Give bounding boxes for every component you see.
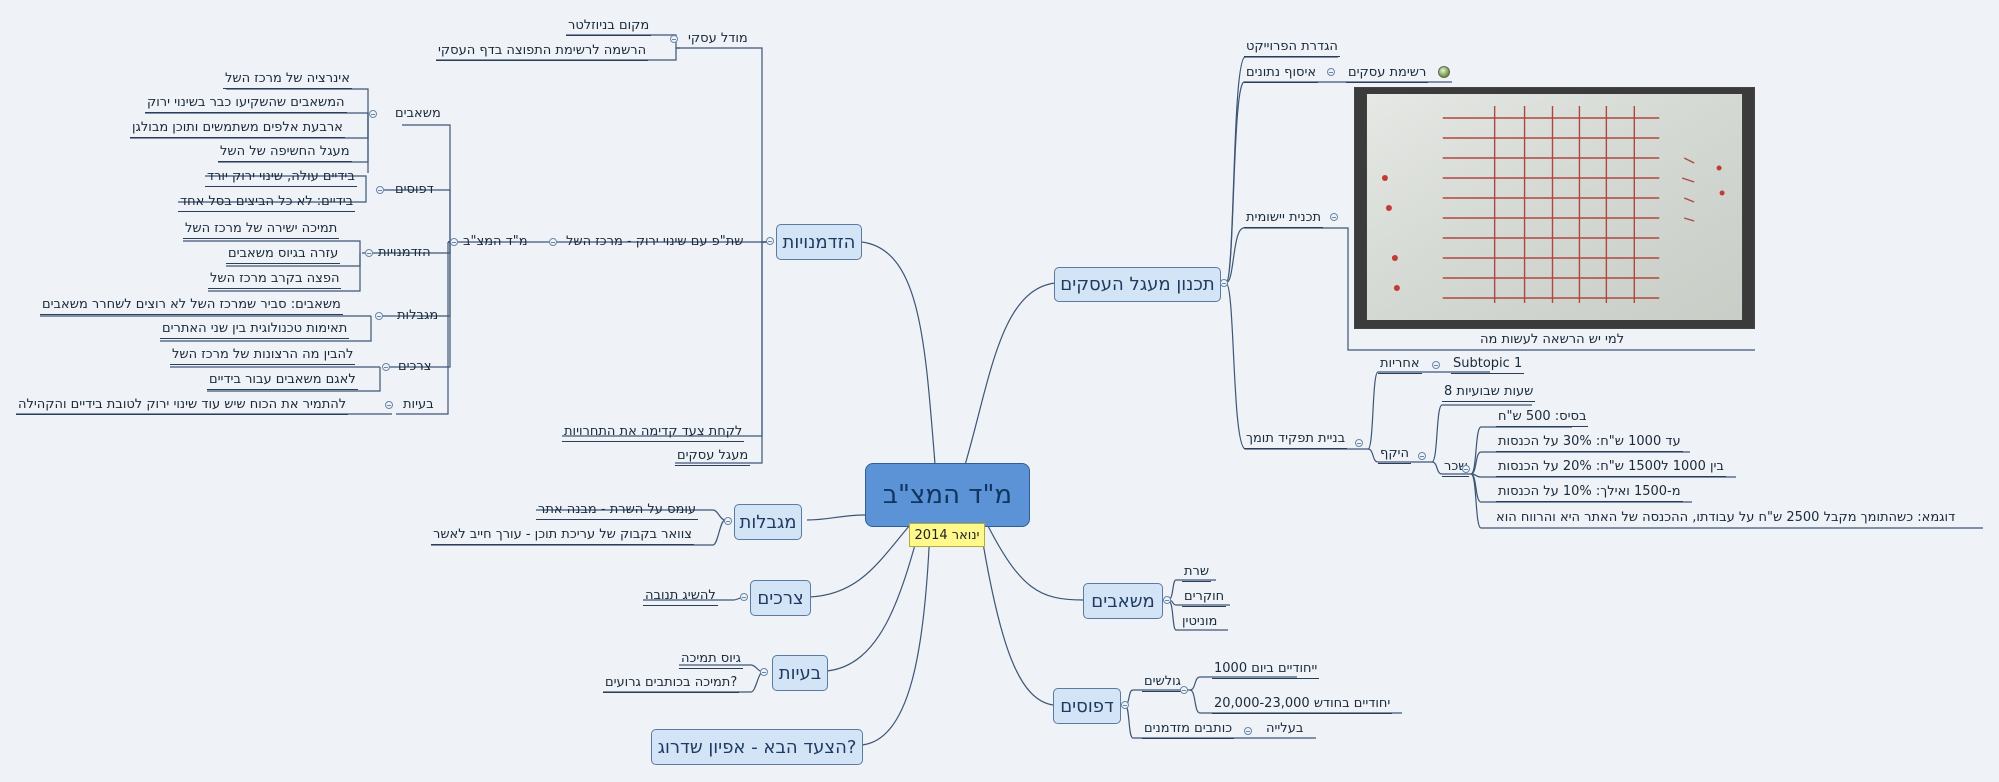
need-note[interactable]: להבין מה הרצונות של מרכז השל bbox=[170, 348, 356, 365]
topic-resources[interactable]: משאבים bbox=[1083, 583, 1163, 619]
whiteboard-photo bbox=[1354, 87, 1755, 329]
support-role[interactable]: בניית תפקיד תומך bbox=[1244, 432, 1348, 449]
collapse-icon[interactable] bbox=[385, 401, 393, 409]
casual-writers[interactable]: כותבים מזדמנים bbox=[1142, 722, 1235, 739]
collapse-icon[interactable] bbox=[376, 186, 384, 194]
subtopic-1[interactable]: Subtopic 1 bbox=[1451, 357, 1525, 374]
partnership[interactable]: שת"פ עם שינוי ירוק - מרכז השל bbox=[566, 234, 744, 249]
central-title: מ"ד המצ"ב bbox=[882, 480, 1013, 510]
weekly-hours[interactable]: 8 שעות שבועיות bbox=[1442, 385, 1536, 402]
sub-resources[interactable]: משאבים bbox=[395, 106, 441, 121]
pattern-note[interactable]: בידיים עולה, שינוי ירוק יורד bbox=[205, 170, 357, 187]
central-topic[interactable]: מ"ד המצ"ב bbox=[865, 463, 1030, 527]
problem-item[interactable]: תמיכה בכותבים גרועים? bbox=[603, 676, 740, 693]
sub-needs[interactable]: צרכים bbox=[398, 359, 432, 374]
scope[interactable]: היקף bbox=[1378, 447, 1411, 464]
topic-problems[interactable]: בעיות bbox=[772, 655, 828, 691]
need-note[interactable]: לאגם משאבים עבור בידיים bbox=[207, 373, 358, 390]
collapse-icon[interactable] bbox=[1418, 452, 1426, 460]
rising[interactable]: בעלייה bbox=[1266, 721, 1304, 736]
resource-note[interactable]: אינרציה של מרכז השל bbox=[223, 72, 352, 89]
project-definition[interactable]: הגדרת הפרוייקט bbox=[1244, 40, 1340, 57]
topic-limits[interactable]: מגבלות bbox=[734, 504, 802, 540]
problem-note[interactable]: להתמיר את הכוח שיש עוד שינוי ירוק לטובת … bbox=[16, 398, 349, 415]
take-step[interactable]: לקחת צעד קדימה את התחרויות bbox=[562, 425, 745, 442]
sub-opportunities[interactable]: הזדמנויות bbox=[378, 245, 431, 260]
topic-opportunities[interactable]: הזדמנויות bbox=[776, 224, 862, 260]
responsibility[interactable]: אחריות bbox=[1378, 357, 1422, 374]
newsletter-slot[interactable]: מקום בניוזלטר bbox=[566, 19, 652, 36]
salary-item[interactable]: בין 1000 ל1500 ש"ח: 20% על הכנסות bbox=[1496, 460, 1726, 477]
collapse-icon[interactable] bbox=[740, 593, 748, 601]
monthly-uniques[interactable]: 20,000-23,000 יחודיים בחודש bbox=[1212, 697, 1393, 714]
collapse-icon[interactable] bbox=[1220, 279, 1228, 287]
salary-item[interactable]: דוגמא: כשהתומך מקבל 2500 ש"ח על עבודתו, … bbox=[1496, 510, 1956, 525]
opportunity-note[interactable]: עזרה בגיוס משאבים bbox=[226, 247, 341, 264]
collapse-icon[interactable] bbox=[1330, 213, 1338, 221]
topic-needs[interactable]: צרכים bbox=[750, 580, 811, 616]
collapse-icon[interactable] bbox=[1432, 361, 1440, 369]
resource-item[interactable]: שרת bbox=[1182, 565, 1212, 582]
resource-item[interactable]: חוקרים bbox=[1182, 590, 1227, 607]
limit-note[interactable]: תאימות טכנולוגית בין שני האתרים bbox=[160, 322, 350, 339]
date-label: ינואר 2014 bbox=[909, 523, 985, 547]
collapse-icon[interactable] bbox=[549, 238, 557, 246]
collapse-icon[interactable] bbox=[1327, 68, 1335, 76]
collapse-icon[interactable] bbox=[375, 312, 383, 320]
business-list[interactable]: רשימת עסקים bbox=[1346, 66, 1429, 83]
need-item[interactable]: להשיג תנובה bbox=[643, 589, 718, 606]
pattern-note[interactable]: בידיים: לא כל הביצים בסל אחד bbox=[178, 195, 356, 212]
sub-limits[interactable]: מגבלות bbox=[397, 308, 439, 323]
limit-note[interactable]: משאבים: סביר שמרכז השל לא רוצים לשחרר מש… bbox=[40, 298, 343, 315]
sub-patterns[interactable]: דפוסים bbox=[395, 182, 434, 197]
business-circle[interactable]: מעגל עסקים bbox=[675, 449, 751, 466]
permissions-note[interactable]: למי יש הרשאה לעשות מה bbox=[1480, 332, 1625, 347]
collapse-icon[interactable] bbox=[1121, 701, 1129, 709]
daily-uniques[interactable]: 1000 ייחודיים ביום bbox=[1212, 662, 1320, 679]
collapse-icon[interactable] bbox=[450, 238, 458, 246]
salary-item[interactable]: מ-1500 ואילך: 10% על הכנסות bbox=[1496, 485, 1683, 502]
topic-patterns[interactable]: דפוסים bbox=[1053, 688, 1121, 724]
collapse-icon[interactable] bbox=[1163, 596, 1171, 604]
problem-item[interactable]: גיוס תמיכה bbox=[679, 652, 744, 669]
limit-item[interactable]: צוואר בקבוק של עריכת תוכן - עורך חייב לא… bbox=[431, 528, 694, 545]
resource-item[interactable]: מוניטין bbox=[1182, 614, 1218, 629]
opportunity-note[interactable]: הפצה בקרב מרכז השל bbox=[208, 272, 342, 289]
collapse-icon[interactable] bbox=[1180, 686, 1188, 694]
resource-note[interactable]: המשאבים שהשקיעו כבר בשינוי ירוק bbox=[145, 96, 347, 113]
resource-note[interactable]: מעגל החשיפה של השל bbox=[218, 145, 352, 162]
topic-business-planning[interactable]: תכנון מעגל העסקים bbox=[1054, 267, 1221, 302]
collapse-icon[interactable] bbox=[1355, 439, 1363, 447]
data-collection[interactable]: איסוף נתונים bbox=[1244, 66, 1319, 83]
collapse-icon[interactable] bbox=[365, 249, 373, 257]
resource-note[interactable]: ארבעת אלפים משתמשים ותוכן מבולגן bbox=[130, 121, 345, 138]
salary-item[interactable]: בסיס: 500 ש"ח bbox=[1496, 410, 1589, 427]
salary-item[interactable]: עד 1000 ש"ח: 30% על הכנסות bbox=[1496, 435, 1683, 452]
opportunity-note[interactable]: תמיכה ישירה של מרכז השל bbox=[183, 222, 340, 239]
collapse-icon[interactable] bbox=[1462, 465, 1470, 473]
globe-icon bbox=[1438, 66, 1450, 78]
collapse-icon[interactable] bbox=[766, 237, 774, 245]
limit-item[interactable]: עומס על השרת - מבנה אתר bbox=[536, 503, 699, 520]
collapse-icon[interactable] bbox=[724, 517, 732, 525]
collapse-icon[interactable] bbox=[1244, 727, 1252, 735]
mailing-registration[interactable]: הרשמה לרשימת התפוצה בדף העסקי bbox=[436, 44, 649, 61]
collapse-icon[interactable] bbox=[382, 363, 390, 371]
collapse-icon[interactable] bbox=[760, 668, 768, 676]
surfers[interactable]: גולשים bbox=[1142, 675, 1184, 692]
business-model[interactable]: מודל עסקי bbox=[688, 31, 748, 46]
collapse-icon[interactable] bbox=[670, 35, 678, 43]
topic-next-step[interactable]: הצעד הבא - אפיון שדרוג? bbox=[651, 729, 863, 765]
sub-problems[interactable]: בעיות bbox=[403, 397, 434, 412]
implementation-plan[interactable]: תכנית יישומית bbox=[1244, 211, 1324, 228]
collapse-icon[interactable] bbox=[369, 110, 377, 118]
mdmazab-node[interactable]: מ"ד המצ"ב bbox=[463, 234, 528, 249]
salary[interactable]: שכר bbox=[1442, 460, 1470, 477]
